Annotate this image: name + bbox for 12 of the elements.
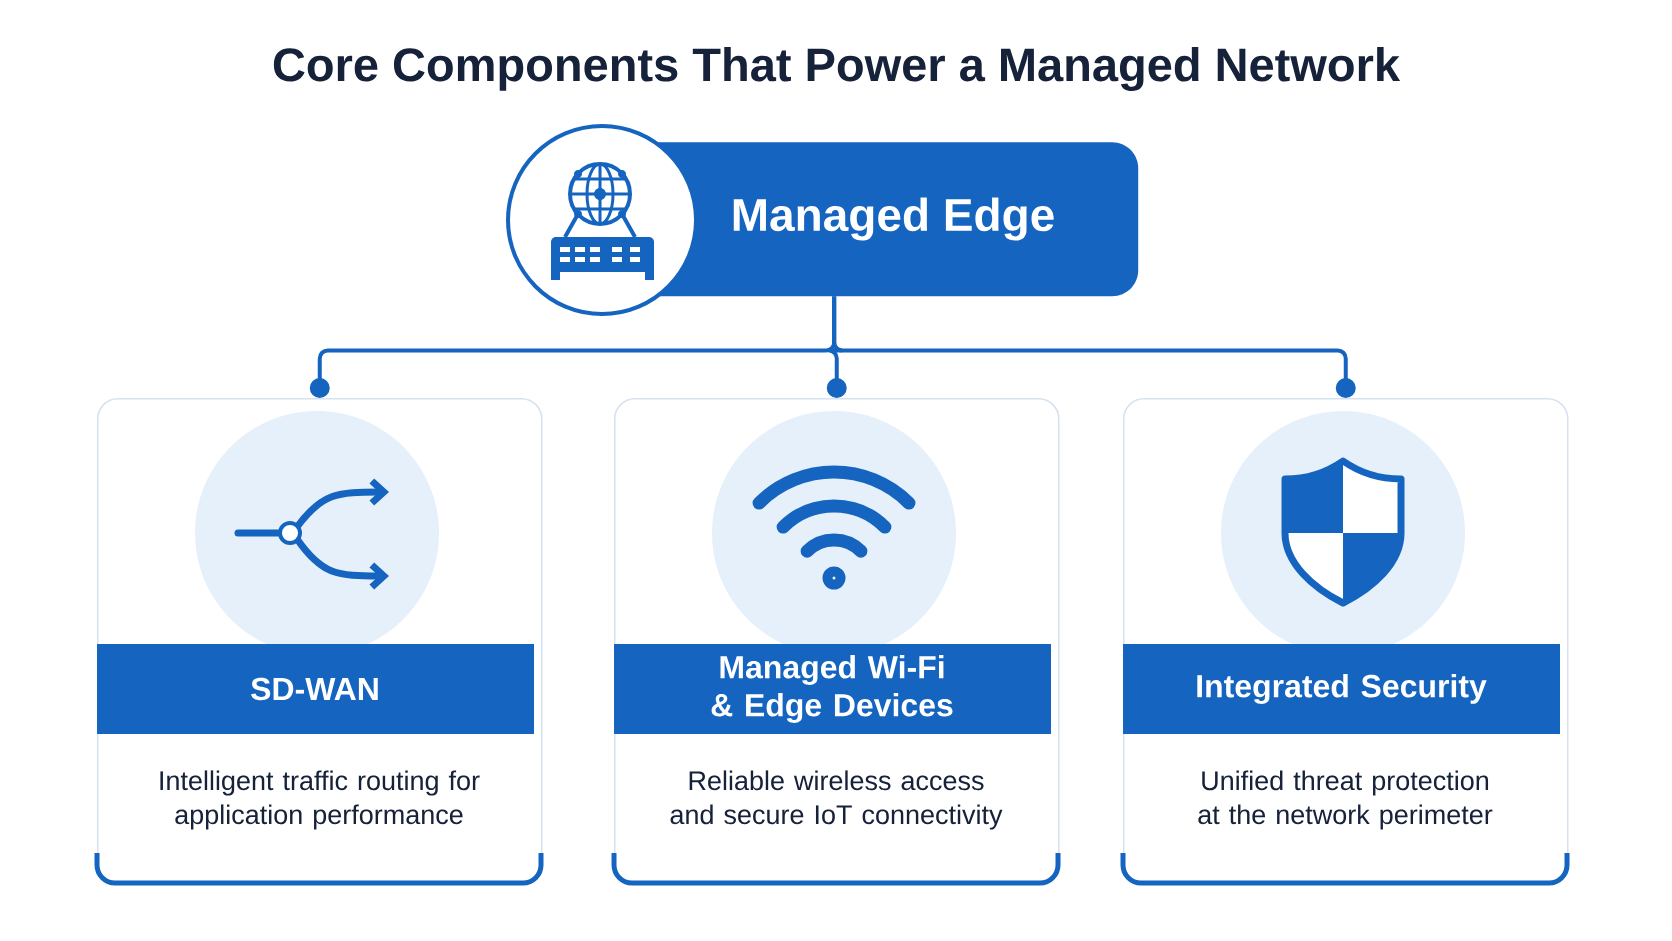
- card-description: Reliable wireless access and secure IoT connectivity: [670, 770, 1003, 830]
- card-description: Intelligent traffic routing for application performance: [160, 770, 480, 830]
- card-heading: SD-WAN: [251, 677, 378, 701]
- card-description: Unified threat protection at the network perimeter: [1198, 770, 1493, 830]
- connector: [832, 296, 1356, 398]
- card: [94, 398, 544, 886]
- card: [611, 398, 1061, 886]
- card: [1120, 398, 1570, 886]
- card-heading: Integrated Security: [1197, 674, 1487, 704]
- title-box: Managed Edge: [506, 124, 1139, 316]
- title: Core Components That Power a Managed Network: [273, 47, 1401, 91]
- card-heading: Managed Wi-Fi & Edge Devices: [711, 655, 953, 723]
